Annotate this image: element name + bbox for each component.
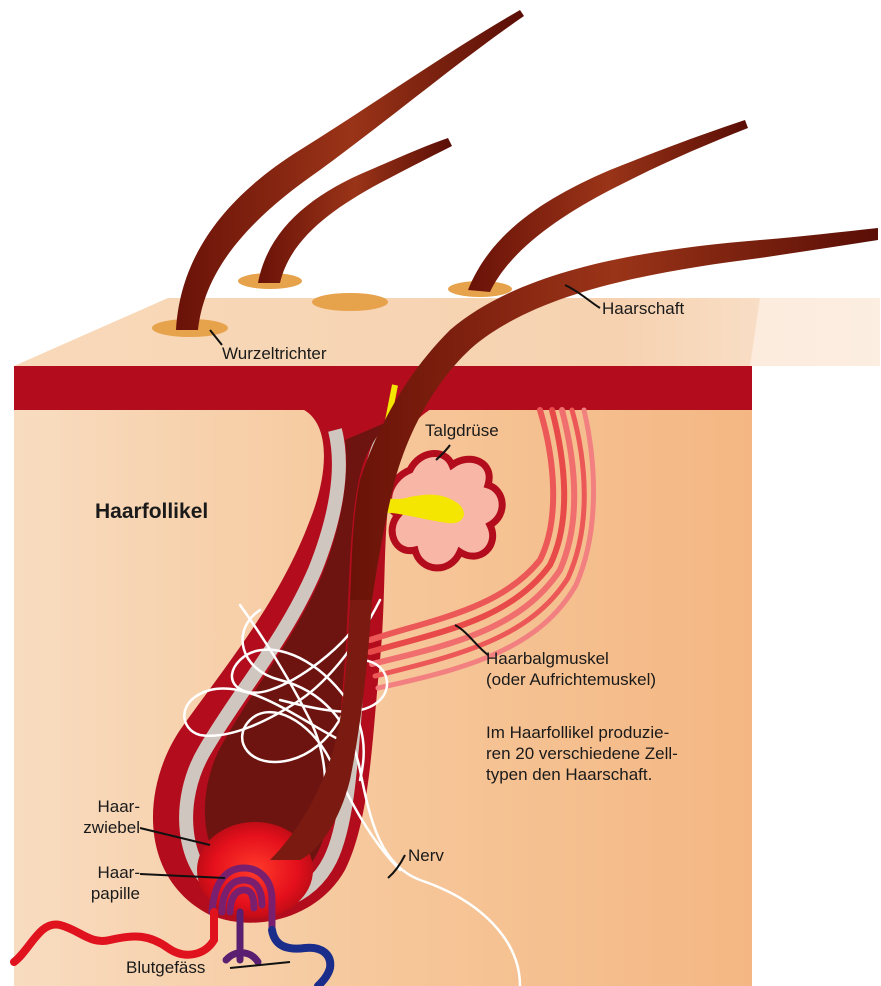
label-talgdruese: Talgdrüse bbox=[425, 420, 499, 441]
caption: Im Haarfollikel produzie- ren 20 verschi… bbox=[486, 722, 678, 785]
skin-top-fade bbox=[750, 298, 880, 366]
label-haarzwiebel: Haar- zwiebel bbox=[76, 796, 140, 838]
follicle-opening-3 bbox=[312, 293, 388, 311]
label-nerv: Nerv bbox=[408, 845, 444, 866]
label-wurzeltrichter: Wurzeltrichter bbox=[222, 343, 327, 364]
label-haarpapille: Haar- papille bbox=[76, 862, 140, 904]
label-blutgefaess: Blutgefäss bbox=[126, 957, 205, 978]
label-haarschaft: Haarschaft bbox=[602, 298, 684, 319]
label-haarbalgmuskel: Haarbalgmuskel (oder Aufrichtemuskel) bbox=[486, 648, 656, 690]
diagram-title: Haarfollikel bbox=[95, 500, 208, 524]
